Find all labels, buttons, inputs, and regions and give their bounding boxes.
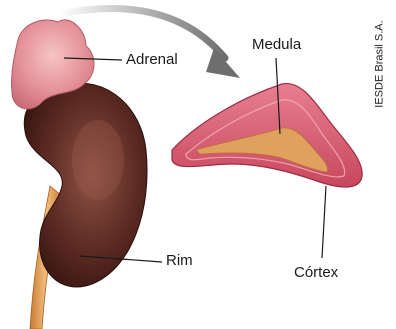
label-medula: Medula xyxy=(252,37,301,52)
kidney-highlight xyxy=(72,120,124,200)
image-credit: IESDE Brasil S.A. xyxy=(375,20,386,107)
label-rim: Rim xyxy=(166,253,193,268)
label-adrenal: Adrenal xyxy=(126,52,178,67)
adrenal-cross-section xyxy=(172,84,362,187)
label-cortex: Córtex xyxy=(294,265,338,280)
leader-cortex xyxy=(322,186,326,258)
